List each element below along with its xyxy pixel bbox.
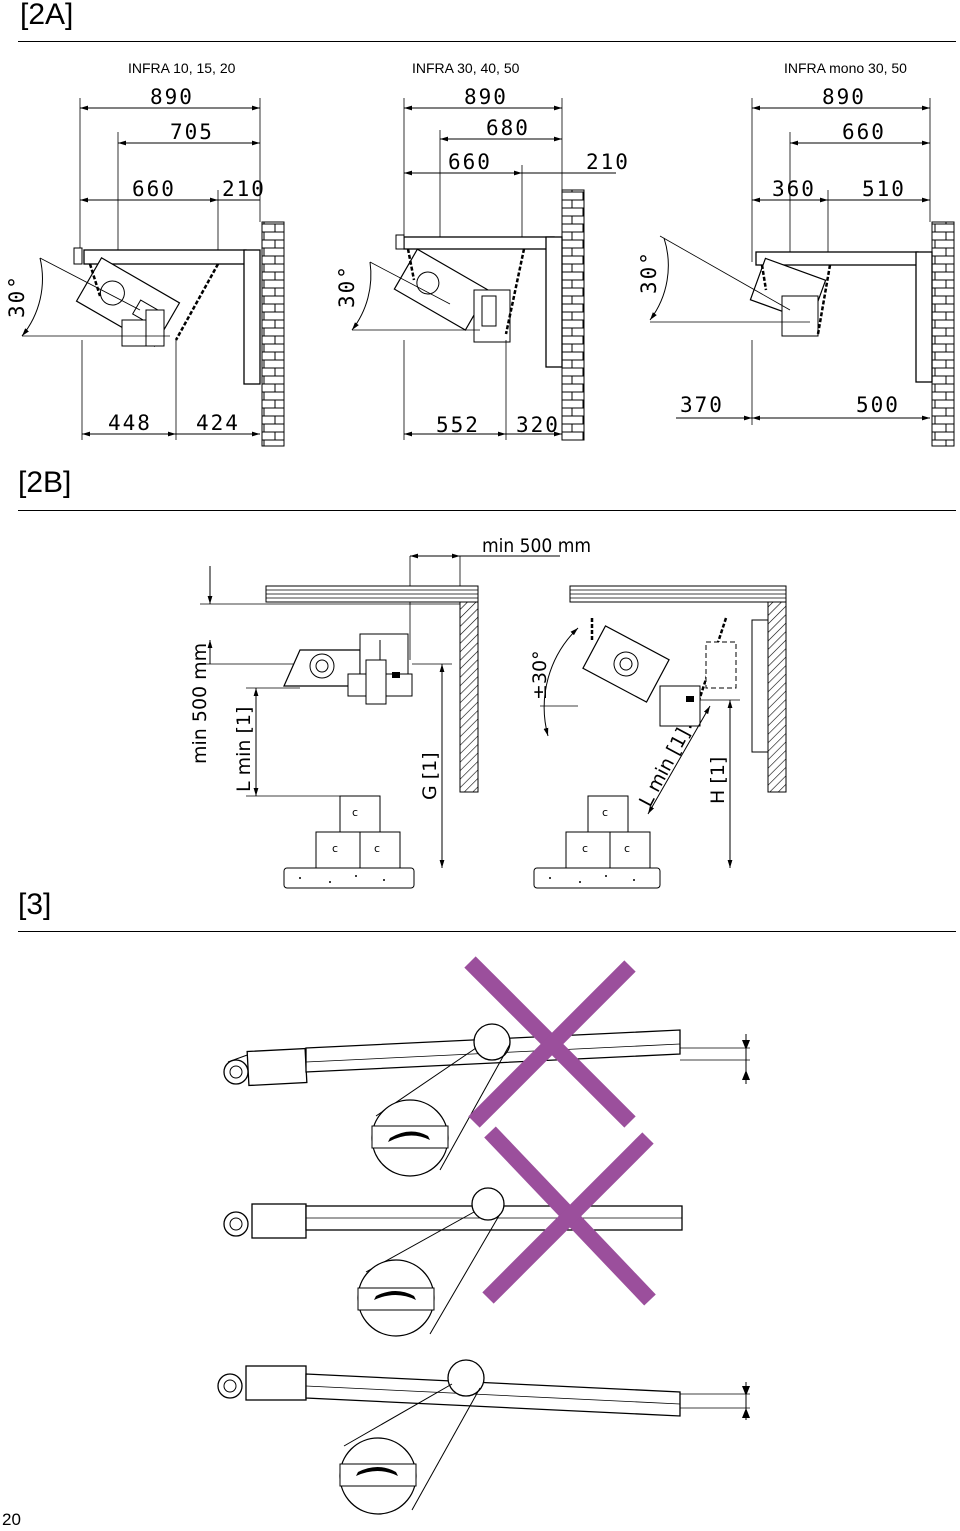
ceiling-left bbox=[265, 585, 479, 793]
box-letter: c bbox=[332, 842, 338, 855]
heater-horizontal bbox=[283, 633, 413, 705]
box-letter: c bbox=[624, 842, 630, 855]
panel-3-angle: 30° bbox=[637, 250, 661, 294]
panel-1-dim-705: 705 bbox=[170, 120, 214, 144]
cross-2-stroke-b bbox=[482, 1132, 654, 1304]
panel-infra-10-15-20: INFRA 10, 15, 20 890 705 660 210 bbox=[5, 60, 285, 447]
heater-tilted bbox=[582, 617, 737, 729]
l-min-right-label: L min [1] bbox=[635, 725, 695, 811]
panel-3-dim-660: 660 bbox=[842, 120, 886, 144]
section-2a-rule bbox=[18, 41, 956, 42]
clearance-label: min 500 mm bbox=[482, 535, 591, 557]
panel-3-dim-510: 510 bbox=[862, 177, 906, 201]
section-2b-rule bbox=[18, 510, 956, 511]
ceiling-right bbox=[569, 585, 787, 793]
panel-1-dim-448: 448 bbox=[108, 411, 152, 435]
g-label: G [1] bbox=[419, 752, 441, 800]
panel-2-dim-552: 552 bbox=[436, 413, 480, 437]
panel-1-title: INFRA 10, 15, 20 bbox=[128, 60, 236, 76]
panel-1-dim-210: 210 bbox=[222, 177, 266, 201]
box-letter: c bbox=[374, 842, 380, 855]
panel-3-title: INFRA mono 30, 50 bbox=[784, 60, 907, 76]
panel-1-dim-660: 660 bbox=[132, 177, 176, 201]
panel-1-dim-424: 424 bbox=[196, 411, 240, 435]
figure-2b: min 500 mm min 500 mm L min [1] G [1] bbox=[189, 535, 787, 889]
panel-1-angle: 30° bbox=[5, 274, 29, 318]
section-2b-label: [2B] bbox=[18, 466, 72, 499]
figure-3 bbox=[217, 956, 750, 1515]
left-vertical-label: min 500 mm bbox=[189, 643, 211, 764]
box-letter: c bbox=[582, 842, 588, 855]
panel-3-dim-370: 370 bbox=[680, 393, 724, 417]
panel-2-dim-210: 210 bbox=[586, 150, 630, 174]
level-row-3-correct bbox=[217, 1359, 750, 1515]
box-letter: c bbox=[602, 806, 608, 819]
section-3-rule bbox=[18, 931, 956, 932]
h-label: H [1] bbox=[707, 757, 729, 804]
panel-3-dim-500: 500 bbox=[856, 393, 900, 417]
boxes-left: c c c bbox=[283, 795, 415, 889]
panel-1-dim-890: 890 bbox=[150, 85, 194, 109]
l-min-label: L min [1] bbox=[233, 707, 255, 792]
panel-2-dim-680: 680 bbox=[486, 116, 530, 140]
level-row-1-incorrect bbox=[223, 956, 750, 1177]
level-row-2-incorrect bbox=[223, 1126, 683, 1337]
panel-3-dim-890: 890 bbox=[822, 85, 866, 109]
boxes-right: c c c bbox=[533, 795, 661, 889]
panel-2-title: INFRA 30, 40, 50 bbox=[412, 60, 520, 76]
panel-3-dim-360: 360 bbox=[772, 177, 816, 201]
figure-2a: INFRA 10, 15, 20 890 705 660 210 bbox=[5, 60, 955, 447]
section-3-label: [3] bbox=[18, 888, 52, 921]
box-letter: c bbox=[352, 806, 358, 819]
cross-1-stroke-b bbox=[468, 960, 636, 1128]
panel-infra-mono-30-50: INFRA mono 30, 50 890 660 360 510 30° 37… bbox=[637, 60, 955, 447]
panel-2-dim-890: 890 bbox=[464, 85, 508, 109]
section-2a-label: [2A] bbox=[20, 0, 74, 31]
panel-2-angle: 30° bbox=[335, 264, 359, 308]
angle-label: ±30° bbox=[529, 650, 551, 700]
panel-2-dim-660: 660 bbox=[448, 150, 492, 174]
panel-infra-30-40-50: INFRA 30, 40, 50 890 680 660 210 30° bbox=[335, 60, 630, 441]
page-number: 20 bbox=[2, 1510, 21, 1529]
panel-2-dim-320: 320 bbox=[516, 413, 560, 437]
